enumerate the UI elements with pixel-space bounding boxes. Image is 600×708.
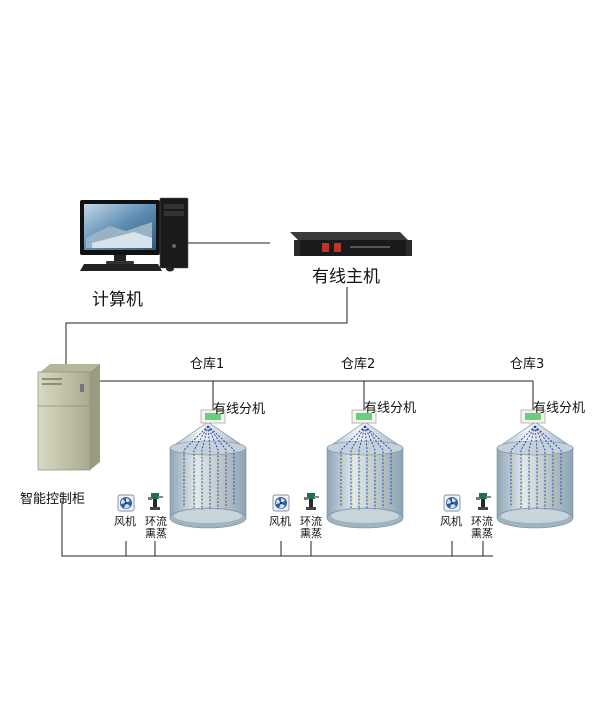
connection-lines [61,242,534,557]
silo-icon [326,421,404,529]
fumigation-label-line2: 熏蒸 [145,527,167,540]
warehouse-label-3: 仓库3 [510,357,545,372]
fumigation-label-line1: 环流 [471,515,493,528]
warehouse-label-2: 仓库2 [341,357,376,372]
cabinet-icon [37,364,100,471]
fan-label-2: 风机 [269,515,291,528]
fumigation-label-line2: 熏蒸 [300,527,322,540]
fan-icon [272,494,290,512]
sub-host-panel-3 [520,409,546,424]
host-label: 有线主机 [312,267,380,287]
host-cabinet-link [65,287,348,364]
computer [80,197,189,272]
keyboard-icon [80,264,174,272]
rack-unit-icon [290,232,412,256]
fumigation-unit-icon [304,493,319,510]
cabinet-label: 智能控制柜 [20,492,86,507]
fan-icon [443,494,461,512]
fumigation-label-2: 环流 熏蒸 [300,516,322,540]
fan-label-3: 风机 [440,515,462,528]
fumigation-unit-icon [476,493,491,510]
sub-host-label-1: 有线分机 [213,402,266,417]
fumigation-label-line1: 环流 [145,515,167,528]
fumigation-label-3: 环流 熏蒸 [471,516,493,540]
fumigation-label-line1: 环流 [300,515,322,528]
sub-host-panel-2 [351,409,377,424]
fumigation-label-line2: 熏蒸 [471,527,493,540]
computer-label: 计算机 [92,290,143,310]
sub-host-label-3: 有线分机 [533,401,586,416]
sub-host-panel-1 [200,409,226,424]
fumigation-label-1: 环流 熏蒸 [145,516,167,540]
monitor-icon [80,200,160,264]
silo-icon [496,421,574,529]
cabinet-field-line [61,501,493,557]
sub-host-label-2: 有线分机 [364,401,417,416]
pc-tower-icon [159,197,189,269]
fan-icon [117,494,135,512]
warehouse-label-1: 仓库1 [190,357,225,372]
fumigation-unit-icon [148,493,163,510]
fan-label-1: 风机 [114,515,136,528]
silo-icon [169,421,247,529]
